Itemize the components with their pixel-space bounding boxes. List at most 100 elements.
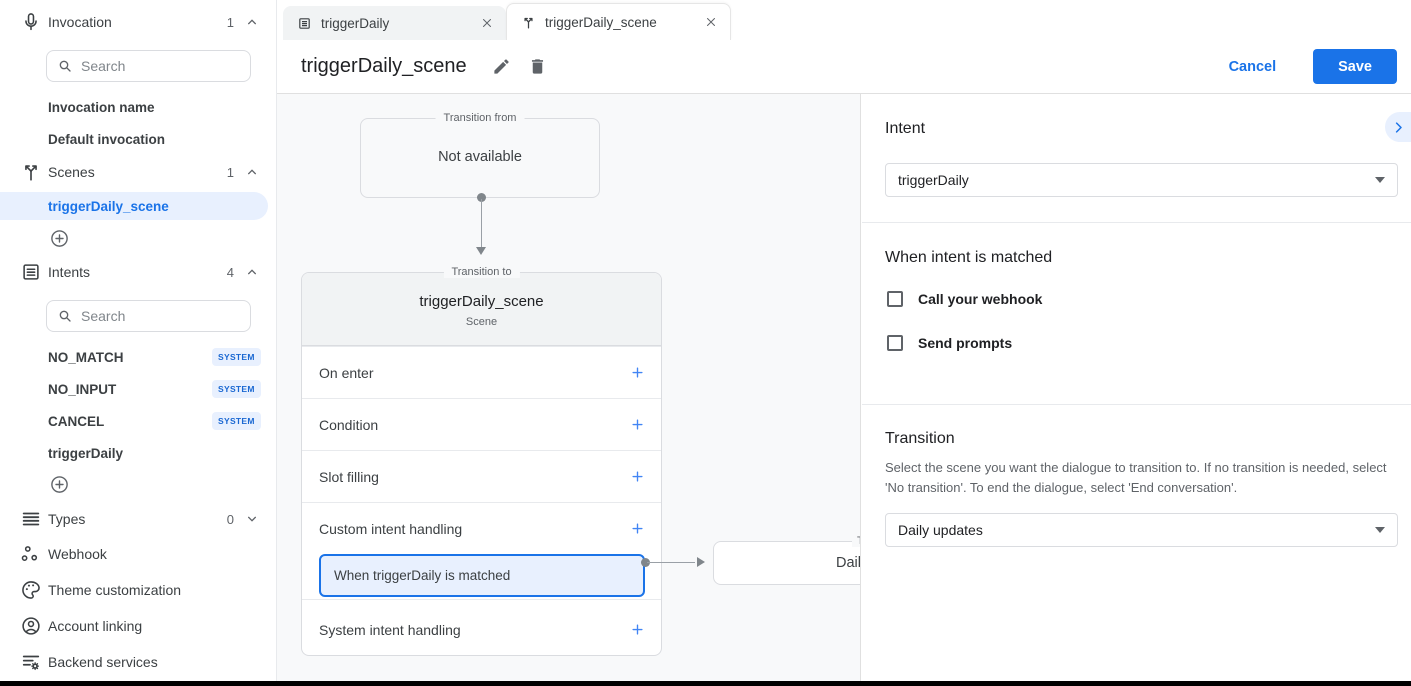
chevron-up-icon	[244, 264, 260, 280]
intent-select-value: triggerDaily	[898, 172, 969, 188]
scene-row-system-intent-handling: System intent handling	[302, 599, 661, 658]
daily-updates-content: Daily updates	[836, 555, 860, 571]
intent-list-icon	[297, 16, 312, 31]
call-webhook-option[interactable]: Call your webhook	[887, 291, 1042, 307]
checkbox[interactable]	[887, 291, 903, 307]
dropdown-caret-icon	[1375, 177, 1385, 183]
section-count: 4	[226, 264, 234, 280]
tab-triggerdaily[interactable]: triggerDaily	[283, 6, 506, 40]
intent-heading: Intent	[885, 120, 926, 137]
scene-diagram-canvas: Transition from Not available Transition…	[277, 94, 860, 681]
sidebar-section-invocation[interactable]: Invocation 1	[0, 8, 276, 36]
close-icon[interactable]	[704, 15, 718, 29]
search-icon	[57, 308, 73, 324]
dropdown-caret-icon	[1375, 527, 1385, 533]
palette-icon	[20, 579, 42, 601]
backend-services-icon	[20, 651, 42, 673]
section-label: Scenes	[48, 164, 95, 180]
tab-triggerdaily-scene[interactable]: triggerDaily_scene	[506, 3, 731, 40]
scene-row-condition: Condition	[302, 398, 661, 450]
intents-search[interactable]	[46, 300, 251, 332]
section-count: 1	[226, 14, 234, 30]
sidebar-item-triggerdaily-scene[interactable]: triggerDaily_scene	[0, 192, 268, 220]
system-badge: SYSTEM	[212, 348, 261, 366]
sidebar-section-scenes[interactable]: Scenes 1	[0, 158, 276, 186]
section-count: 1	[226, 164, 234, 180]
sidebar-item-account-linking[interactable]: Account linking	[0, 612, 276, 640]
send-prompts-option[interactable]: Send prompts	[887, 335, 1012, 351]
transition-to-label: Transition to	[443, 266, 520, 278]
page-title: triggerDaily_scene	[301, 55, 467, 77]
scene-row-slot-filling: Slot filling	[302, 450, 661, 502]
divider	[862, 404, 1411, 405]
save-button[interactable]: Save	[1313, 49, 1397, 84]
checkbox[interactable]	[887, 335, 903, 351]
sidebar-item-no-input[interactable]: NO_INPUT SYSTEM	[0, 378, 276, 400]
sidebar-section-intents[interactable]: Intents 4	[0, 258, 276, 286]
add-icon[interactable]	[630, 622, 645, 637]
bottom-bar	[0, 681, 1411, 686]
scene-row-on-enter: On enter	[302, 346, 661, 398]
chevron-up-icon	[244, 164, 260, 180]
add-icon[interactable]	[630, 469, 645, 484]
invocation-search-input[interactable]	[81, 58, 211, 74]
types-lines-icon	[20, 508, 42, 530]
scene-card-header[interactable]: triggerDaily_scene Scene	[302, 273, 661, 346]
when-matched-heading: When intent is matched	[885, 249, 1053, 266]
add-scene-icon[interactable]	[49, 228, 70, 249]
delete-icon[interactable]	[528, 57, 547, 76]
scene-card-title: triggerDaily_scene	[419, 293, 544, 310]
section-label: Types	[48, 511, 86, 527]
transition-to-label: Transition to	[852, 535, 860, 547]
sidebar-item-webhook[interactable]: Webhook	[0, 540, 276, 568]
intent-select[interactable]: triggerDaily	[885, 163, 1398, 197]
scene-card: Transition to triggerDaily_scene Scene O…	[301, 266, 662, 658]
sidebar-item-no-match[interactable]: NO_MATCH SYSTEM	[0, 346, 276, 368]
transition-from-box[interactable]: Transition from Not available	[360, 112, 600, 198]
close-icon[interactable]	[480, 16, 494, 30]
transition-select[interactable]: Daily updates	[885, 513, 1398, 547]
transition-from-content: Not available	[438, 149, 522, 165]
title-bar: triggerDaily_scene Cancel Save	[277, 40, 1411, 94]
sidebar-item-triggerdaily[interactable]: triggerDaily	[48, 445, 124, 461]
transition-heading: Transition	[885, 430, 955, 447]
sidebar-item-invocation-name[interactable]: Invocation name	[48, 99, 155, 115]
sidebar-item-cancel[interactable]: CANCEL SYSTEM	[0, 410, 276, 432]
intents-search-input[interactable]	[81, 308, 211, 324]
chevron-up-icon	[244, 14, 260, 30]
daily-updates-box[interactable]: Transition to Daily updates	[713, 535, 860, 585]
system-badge: SYSTEM	[212, 412, 261, 430]
webhook-icon	[20, 543, 42, 565]
scene-split-icon	[20, 161, 42, 183]
connector-arrow-down	[476, 193, 487, 255]
tab-bar: triggerDaily triggerDaily_scene	[277, 0, 1411, 40]
collapse-panel-button[interactable]	[1385, 112, 1411, 142]
scene-card-subtitle: Scene	[465, 316, 498, 328]
edit-icon[interactable]	[492, 57, 511, 76]
invocation-search[interactable]	[46, 50, 251, 82]
transition-description: Select the scene you want the dialogue t…	[885, 460, 1387, 495]
scene-split-icon	[521, 15, 536, 30]
add-icon[interactable]	[630, 365, 645, 380]
intent-editor-panel: Intent triggerDaily When intent is match…	[860, 94, 1411, 681]
section-label: Intents	[48, 264, 91, 280]
add-icon[interactable]	[630, 417, 645, 432]
sidebar-section-types[interactable]: Types 0	[0, 505, 276, 533]
section-count: 0	[226, 511, 234, 527]
divider	[862, 222, 1411, 223]
sidebar-item-default-invocation[interactable]: Default invocation	[48, 131, 166, 147]
sidebar-item-theme-customization[interactable]: Theme customization	[0, 576, 276, 604]
scene-row-custom-intent-handling: Custom intent handling When triggerDaily…	[302, 502, 661, 599]
intent-handler-card[interactable]: When triggerDaily is matched	[319, 554, 645, 597]
add-icon[interactable]	[630, 521, 645, 536]
cancel-button[interactable]: Cancel	[1217, 51, 1289, 83]
system-badge: SYSTEM	[212, 380, 261, 398]
section-label: Invocation	[48, 14, 112, 30]
add-intent-icon[interactable]	[49, 474, 70, 495]
connector-arrow-right	[641, 557, 705, 568]
sidebar-item-backend-services[interactable]: Backend services	[0, 648, 276, 676]
search-icon	[57, 58, 73, 74]
intent-list-icon	[20, 261, 42, 283]
sidebar: Invocation 1 Invocation name Default inv…	[0, 0, 277, 681]
transition-select-value: Daily updates	[898, 522, 983, 538]
